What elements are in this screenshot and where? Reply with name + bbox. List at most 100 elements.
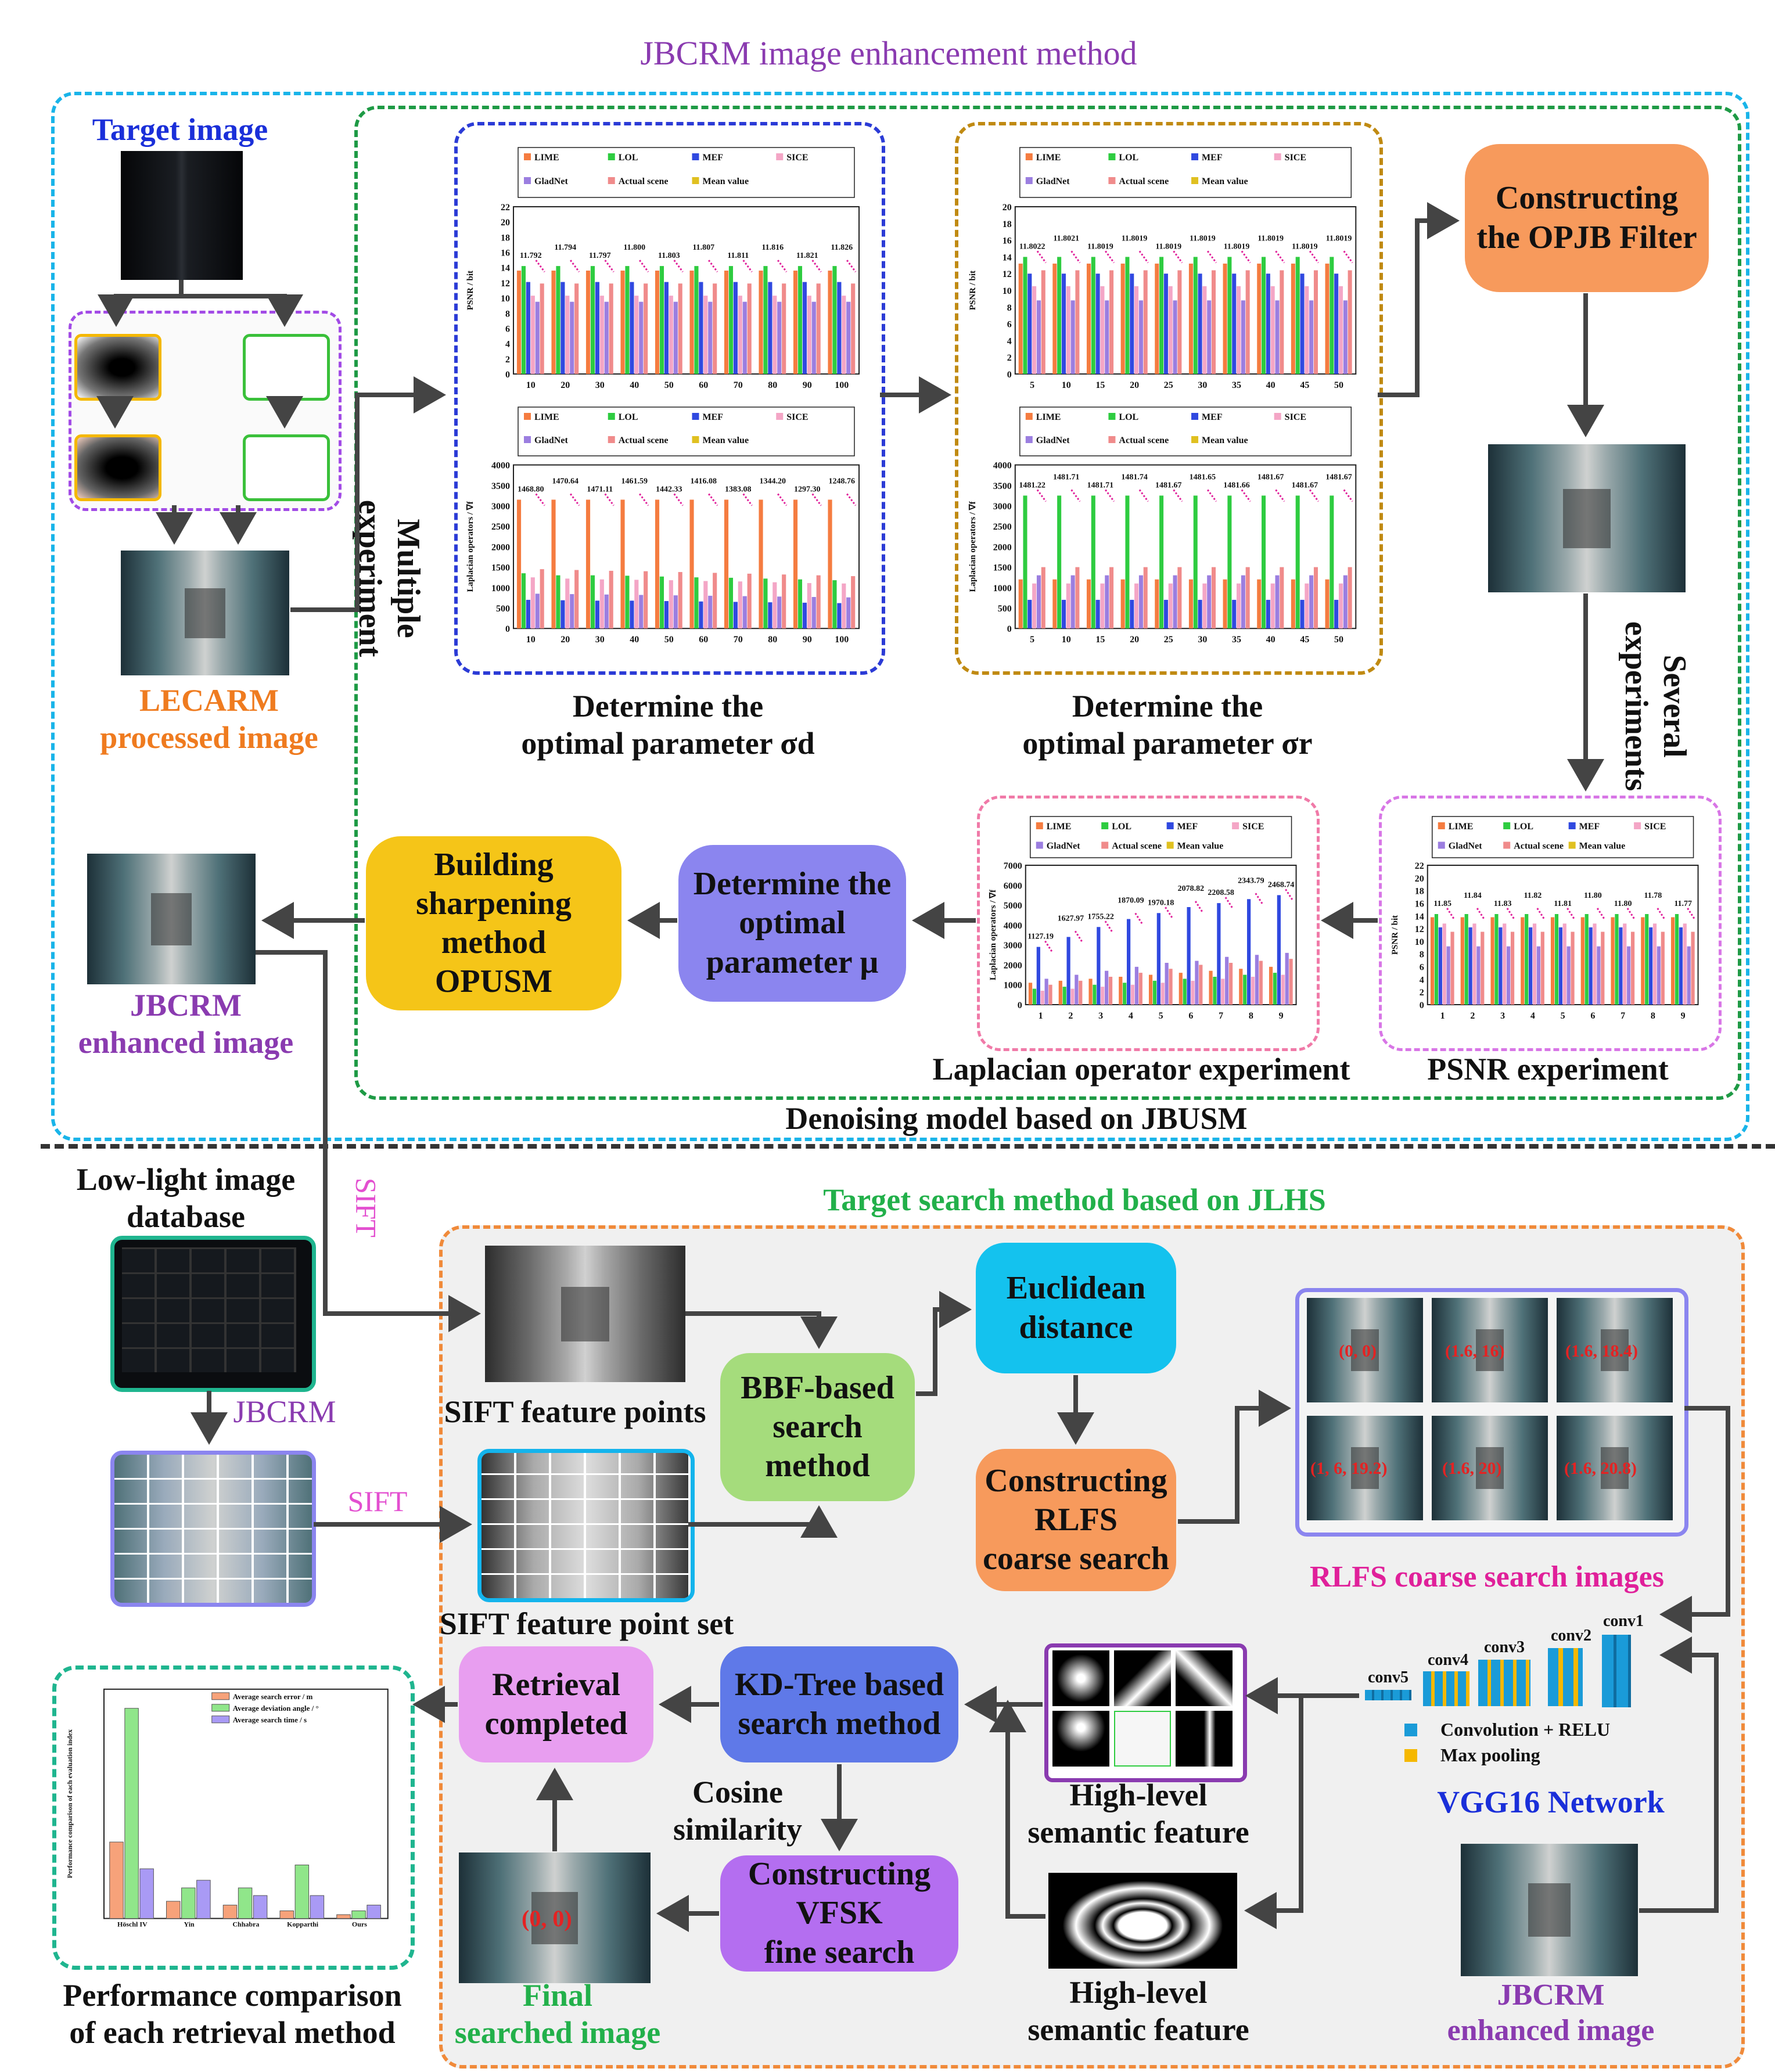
feature-map-5 [1114, 1711, 1171, 1767]
vfsk-line1: Constructing [748, 1856, 931, 1893]
sift-set-label: SIFT feature point set [439, 1606, 734, 1641]
sift-vertical-label: SIFT [350, 1178, 383, 1238]
rlfs-image-1 [1307, 1298, 1423, 1402]
jbcrm-top-line2: enhanced image [78, 1024, 294, 1060]
jbcrm-enhanced-image-top [87, 854, 256, 984]
opjb-filtered-image [1488, 444, 1686, 592]
bottom-section-title: Target search method based on JLHS [823, 1182, 1326, 1217]
several-experiments-label: Several experiments [1617, 584, 1694, 828]
conv4-block [1423, 1671, 1469, 1706]
opjb-line2: the OPJB Filter [1476, 219, 1697, 256]
opusm-line2: sharpening [416, 885, 572, 922]
hl1-line1: High-level [1069, 1778, 1208, 1812]
sigma-d-caption-line1: Determine the [572, 689, 764, 724]
lecarm-processed-image [121, 551, 289, 675]
illumination-map-2 [74, 434, 161, 501]
hl2-line1: High-level [1069, 1975, 1208, 2010]
vfsk-line3: fine search [764, 1934, 915, 1970]
vgg-conv3: conv3 [1484, 1638, 1525, 1656]
jbcrm-outer-frame [51, 92, 1749, 1141]
rlfs-coarse-search-box: Constructing RLFS coarse search [976, 1449, 1176, 1591]
sigma-r-caption: Determine the optimal parameter σr [964, 688, 1371, 762]
final-line1: Final [522, 1978, 593, 2013]
legend-conv-swatch [1404, 1724, 1417, 1736]
opusm-line1: Building [434, 846, 554, 883]
multiple-label-line2: experiment [352, 499, 388, 657]
sigma-d-caption-line2: optimal parameter σd [521, 725, 815, 761]
feature-map-2 [1114, 1650, 1171, 1706]
opusm-line4: OPUSM [434, 963, 553, 1000]
rlfs-coord-1: (0, 0) [1339, 1341, 1377, 1361]
sift-points-image [485, 1246, 685, 1382]
sift-point-set-image [477, 1449, 695, 1602]
performance-frame [52, 1665, 415, 1970]
jbcrm-enhanced-label-bottom: JBCRM enhanced image [1406, 1977, 1696, 2049]
final-searched-label: Final searched image [424, 1977, 691, 2051]
lecarm-label-line2: processed image [100, 720, 318, 755]
retrieval-line1: Retrieval [492, 1666, 620, 1703]
rlfs-line1: Constructing [984, 1462, 1167, 1499]
opusm-line3: method [441, 925, 547, 961]
laplacian-experiment-caption: Laplacian operator experiment [932, 1052, 1350, 1087]
jbcrm-top-line1: JBCRM [130, 988, 242, 1023]
opusm-box: Building sharpening method OPUSM [366, 836, 621, 1010]
rlfs-image-6 [1557, 1416, 1673, 1520]
kdtree-search-box: KD-Tree based search method [720, 1646, 958, 1762]
opjb-filter-box: Constructing the OPJB Filter [1465, 144, 1709, 292]
sigma-r-frame [955, 122, 1383, 675]
sigma-r-caption-line1: Determine the [1072, 689, 1263, 724]
bbf-search-box: BBF-based search method [720, 1353, 915, 1501]
section-separator [41, 1144, 1775, 1149]
jbusm-caption: Denoising model based on JBUSM [785, 1101, 1248, 1136]
cosine-line1: Cosine [692, 1775, 783, 1810]
laplacian-experiment-frame [977, 796, 1320, 1051]
euclid-line1: Euclidean [1006, 1270, 1146, 1307]
jbcrm-enhanced-image-bottom [1461, 1844, 1638, 1976]
retrieval-line2: completed [484, 1706, 628, 1742]
sigma-d-caption: Determine the optimal parameter σd [465, 688, 871, 762]
feature-map-3 [1176, 1650, 1233, 1706]
conv3-block [1478, 1660, 1530, 1706]
jbcrm-arrow-label: JBCRM [233, 1394, 336, 1429]
final-searched-image [459, 1852, 651, 1983]
jbcrm-bottom-line1: JBCRM [1497, 1979, 1605, 2012]
hl2-line2: semantic feature [1027, 2012, 1249, 2047]
enhanced-database [110, 1451, 316, 1607]
cosine-line2: similarity [673, 1811, 802, 1847]
hl-semantic-label-2: High-level semantic feature [1005, 1974, 1272, 2048]
final-coord: (0, 0) [522, 1905, 572, 1931]
mu-line1: Determine the [693, 866, 892, 902]
database-grid [122, 1247, 296, 1372]
edge-map-2 [243, 434, 330, 501]
kdtree-line1: KD-Tree based [734, 1666, 944, 1703]
conv2-block [1548, 1648, 1583, 1706]
several-label-line1: Several [1657, 654, 1693, 758]
illumination-map-1 [74, 334, 161, 401]
lecarm-label-line1: LECARM [139, 683, 279, 718]
database-line1: Low-light image [76, 1162, 296, 1197]
kdtree-line2: search method [738, 1706, 941, 1742]
rlfs-image-2 [1432, 1298, 1548, 1402]
multiple-label-line1: Multiple [390, 519, 427, 638]
final-line2: searched image [454, 2015, 661, 2050]
lecarm-label: LECARM processed image [70, 682, 348, 756]
rlfs-image-5 [1432, 1416, 1548, 1520]
rlfs-coord-5: (1.6, 20) [1442, 1459, 1502, 1478]
database-line2: database [126, 1199, 246, 1234]
rlfs-coord-3: (1.6, 18.4) [1565, 1341, 1638, 1361]
rlfs-line3: coarse search [983, 1541, 1169, 1577]
multiple-experiment-label: Multiple experiment [351, 474, 427, 683]
psnr-experiment-caption: PSNR experiment [1427, 1052, 1669, 1087]
rlfs-images-label: RLFS coarse search images [1310, 1560, 1664, 1593]
edge-map-1 [243, 334, 330, 401]
legend-pool-swatch [1404, 1749, 1417, 1762]
jbcrm-bottom-line2: enhanced image [1447, 2014, 1655, 2048]
target-image [121, 151, 243, 280]
mu-line2: optimal [739, 905, 846, 941]
rlfs-image-3 [1557, 1298, 1673, 1402]
retrieval-completed-box: Retrieval completed [459, 1646, 653, 1762]
conv1-block [1602, 1635, 1631, 1707]
performance-caption: Performance comparison of each retrieval… [35, 1977, 430, 2051]
legend-conv-label: Convolution + RELU [1440, 1719, 1611, 1740]
euclidean-distance-box: Euclidean distance [976, 1243, 1176, 1373]
